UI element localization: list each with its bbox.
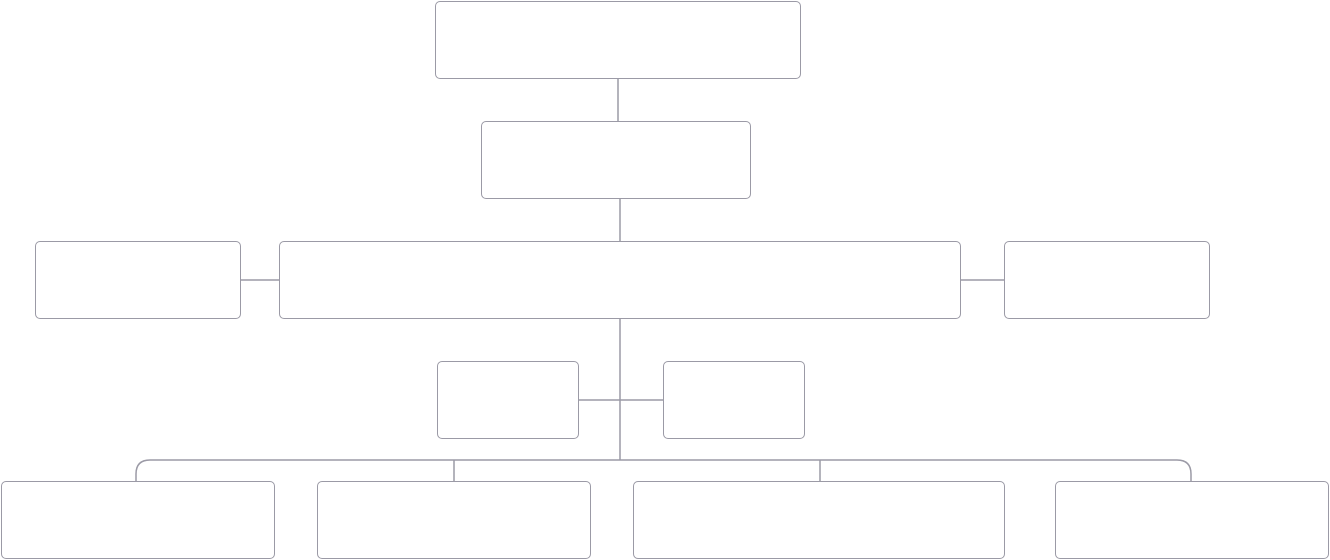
node-second: [481, 121, 751, 199]
node-mid-left: [437, 361, 579, 439]
node-main: [279, 241, 961, 319]
node-bottom-1: [1, 481, 275, 559]
node-bottom-3: [633, 481, 1005, 559]
node-left: [35, 241, 241, 319]
node-bottom-2: [317, 481, 591, 559]
node-top: [435, 1, 801, 79]
node-mid-right: [663, 361, 805, 439]
node-bottom-4: [1055, 481, 1329, 559]
node-right: [1004, 241, 1210, 319]
connector-bottom-bus: [135, 459, 1192, 481]
